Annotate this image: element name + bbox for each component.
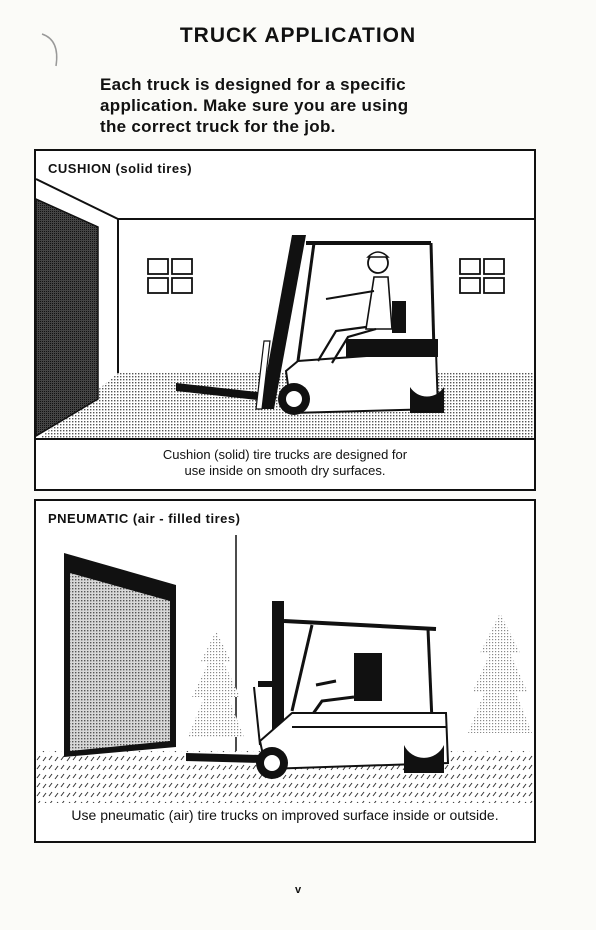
caption-line: Cushion (solid) tire trucks are designed… (162, 447, 408, 462)
page-title: TRUCK APPLICATION (179, 24, 417, 47)
intro-line: application. Make sure you are using (100, 96, 409, 115)
caption-line: Use pneumatic (air) tire trucks on impro… (71, 807, 499, 823)
caption-line: use inside on smooth dry surfaces. (184, 463, 386, 478)
tree-icon (188, 613, 532, 737)
page-number: v (294, 884, 302, 896)
intro-line: Each truck is designed for a specific (100, 75, 406, 94)
intro-line: the correct truck for the job. (100, 117, 336, 136)
pneumatic-forklift-illustration (36, 535, 534, 841)
forklift-icon (176, 235, 444, 415)
cushion-panel-label: CUSHION (solid tires) (48, 161, 193, 176)
pneumatic-panel-label: PNEUMATIC (air - filled tires) (48, 511, 241, 526)
pneumatic-panel: PNEUMATIC (air - filled tires) (34, 499, 536, 843)
doorway-icon (36, 198, 99, 437)
page-corner-mark (41, 33, 58, 67)
cushion-forklift-illustration (36, 178, 534, 489)
doorway-icon (64, 553, 176, 757)
intro-text: Each truck is designed for a specific ap… (100, 74, 520, 137)
window-icon (459, 258, 505, 294)
pneumatic-panel-caption: Use pneumatic (air) tire trucks on impro… (36, 807, 534, 823)
forklift-icon (186, 601, 450, 779)
cushion-panel-caption: Cushion (solid) tire trucks are designed… (36, 447, 534, 479)
cushion-panel: CUSHION (solid tires) (34, 149, 536, 491)
window-icon (147, 258, 193, 294)
